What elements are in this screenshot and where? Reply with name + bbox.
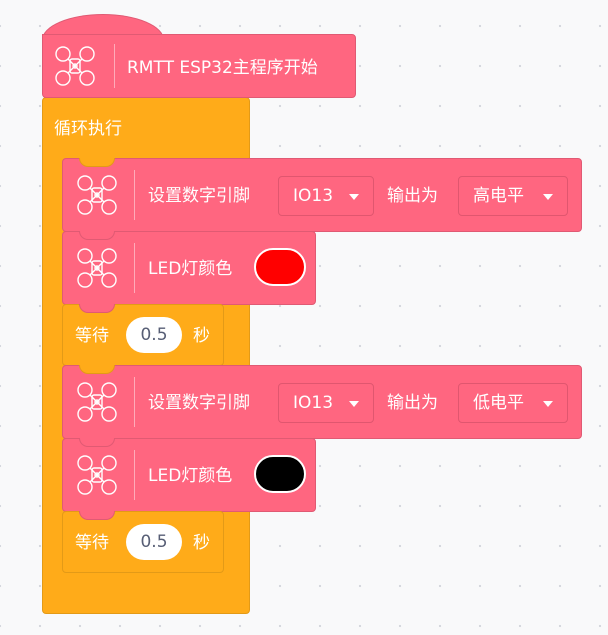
block-notch <box>79 231 115 240</box>
block-notch <box>79 304 115 313</box>
drone-icon <box>74 245 120 291</box>
wait-seconds-input[interactable]: 0.5 <box>126 524 182 560</box>
block-separator <box>134 377 135 427</box>
block-notch <box>79 158 115 167</box>
wait-label: 等待 <box>75 326 109 346</box>
caret-down-icon <box>543 401 553 407</box>
wait-seconds-input[interactable]: 0.5 <box>126 317 182 353</box>
caret-down-icon <box>543 194 553 200</box>
level-dropdown-value: 高电平 <box>473 186 524 206</box>
seconds-unit-label: 秒 <box>193 326 210 346</box>
pin-dropdown-value: IO13 <box>293 393 334 413</box>
led-color-label: LED灯颜色 <box>148 259 233 279</box>
output-label: 输出为 <box>387 186 438 206</box>
set-pin-label: 设置数字引脚 <box>148 393 250 413</box>
wait-label: 等待 <box>75 533 109 553</box>
hat-block[interactable] <box>42 34 356 98</box>
block-notch <box>79 511 115 520</box>
pin-dropdown[interactable]: IO13 <box>278 383 374 423</box>
seconds-unit-label: 秒 <box>193 533 210 553</box>
block-separator <box>134 450 135 500</box>
forever-loop-label: 循环执行 <box>54 119 122 139</box>
led-color-label: LED灯颜色 <box>148 466 233 486</box>
block-notch <box>79 365 115 374</box>
hat-separator <box>114 44 115 88</box>
drone-icon <box>52 43 98 89</box>
drone-icon <box>74 172 120 218</box>
level-dropdown[interactable]: 高电平 <box>458 176 568 216</box>
led-color-swatch[interactable] <box>254 248 306 286</box>
level-dropdown-value: 低电平 <box>473 393 524 413</box>
caret-down-icon <box>349 194 359 200</box>
level-dropdown[interactable]: 低电平 <box>458 383 568 423</box>
pin-dropdown[interactable]: IO13 <box>278 176 374 216</box>
caret-down-icon <box>349 401 359 407</box>
output-label: 输出为 <box>387 393 438 413</box>
led-color-swatch[interactable] <box>254 455 306 493</box>
block-separator <box>134 170 135 220</box>
block-notch <box>79 438 115 447</box>
hat-block-label: RMTT ESP32主程序开始 <box>127 58 318 78</box>
drone-icon <box>74 452 120 498</box>
set-pin-label: 设置数字引脚 <box>148 186 250 206</box>
block-separator <box>134 243 135 293</box>
pin-dropdown-value: IO13 <box>293 186 334 206</box>
drone-icon <box>74 379 120 425</box>
